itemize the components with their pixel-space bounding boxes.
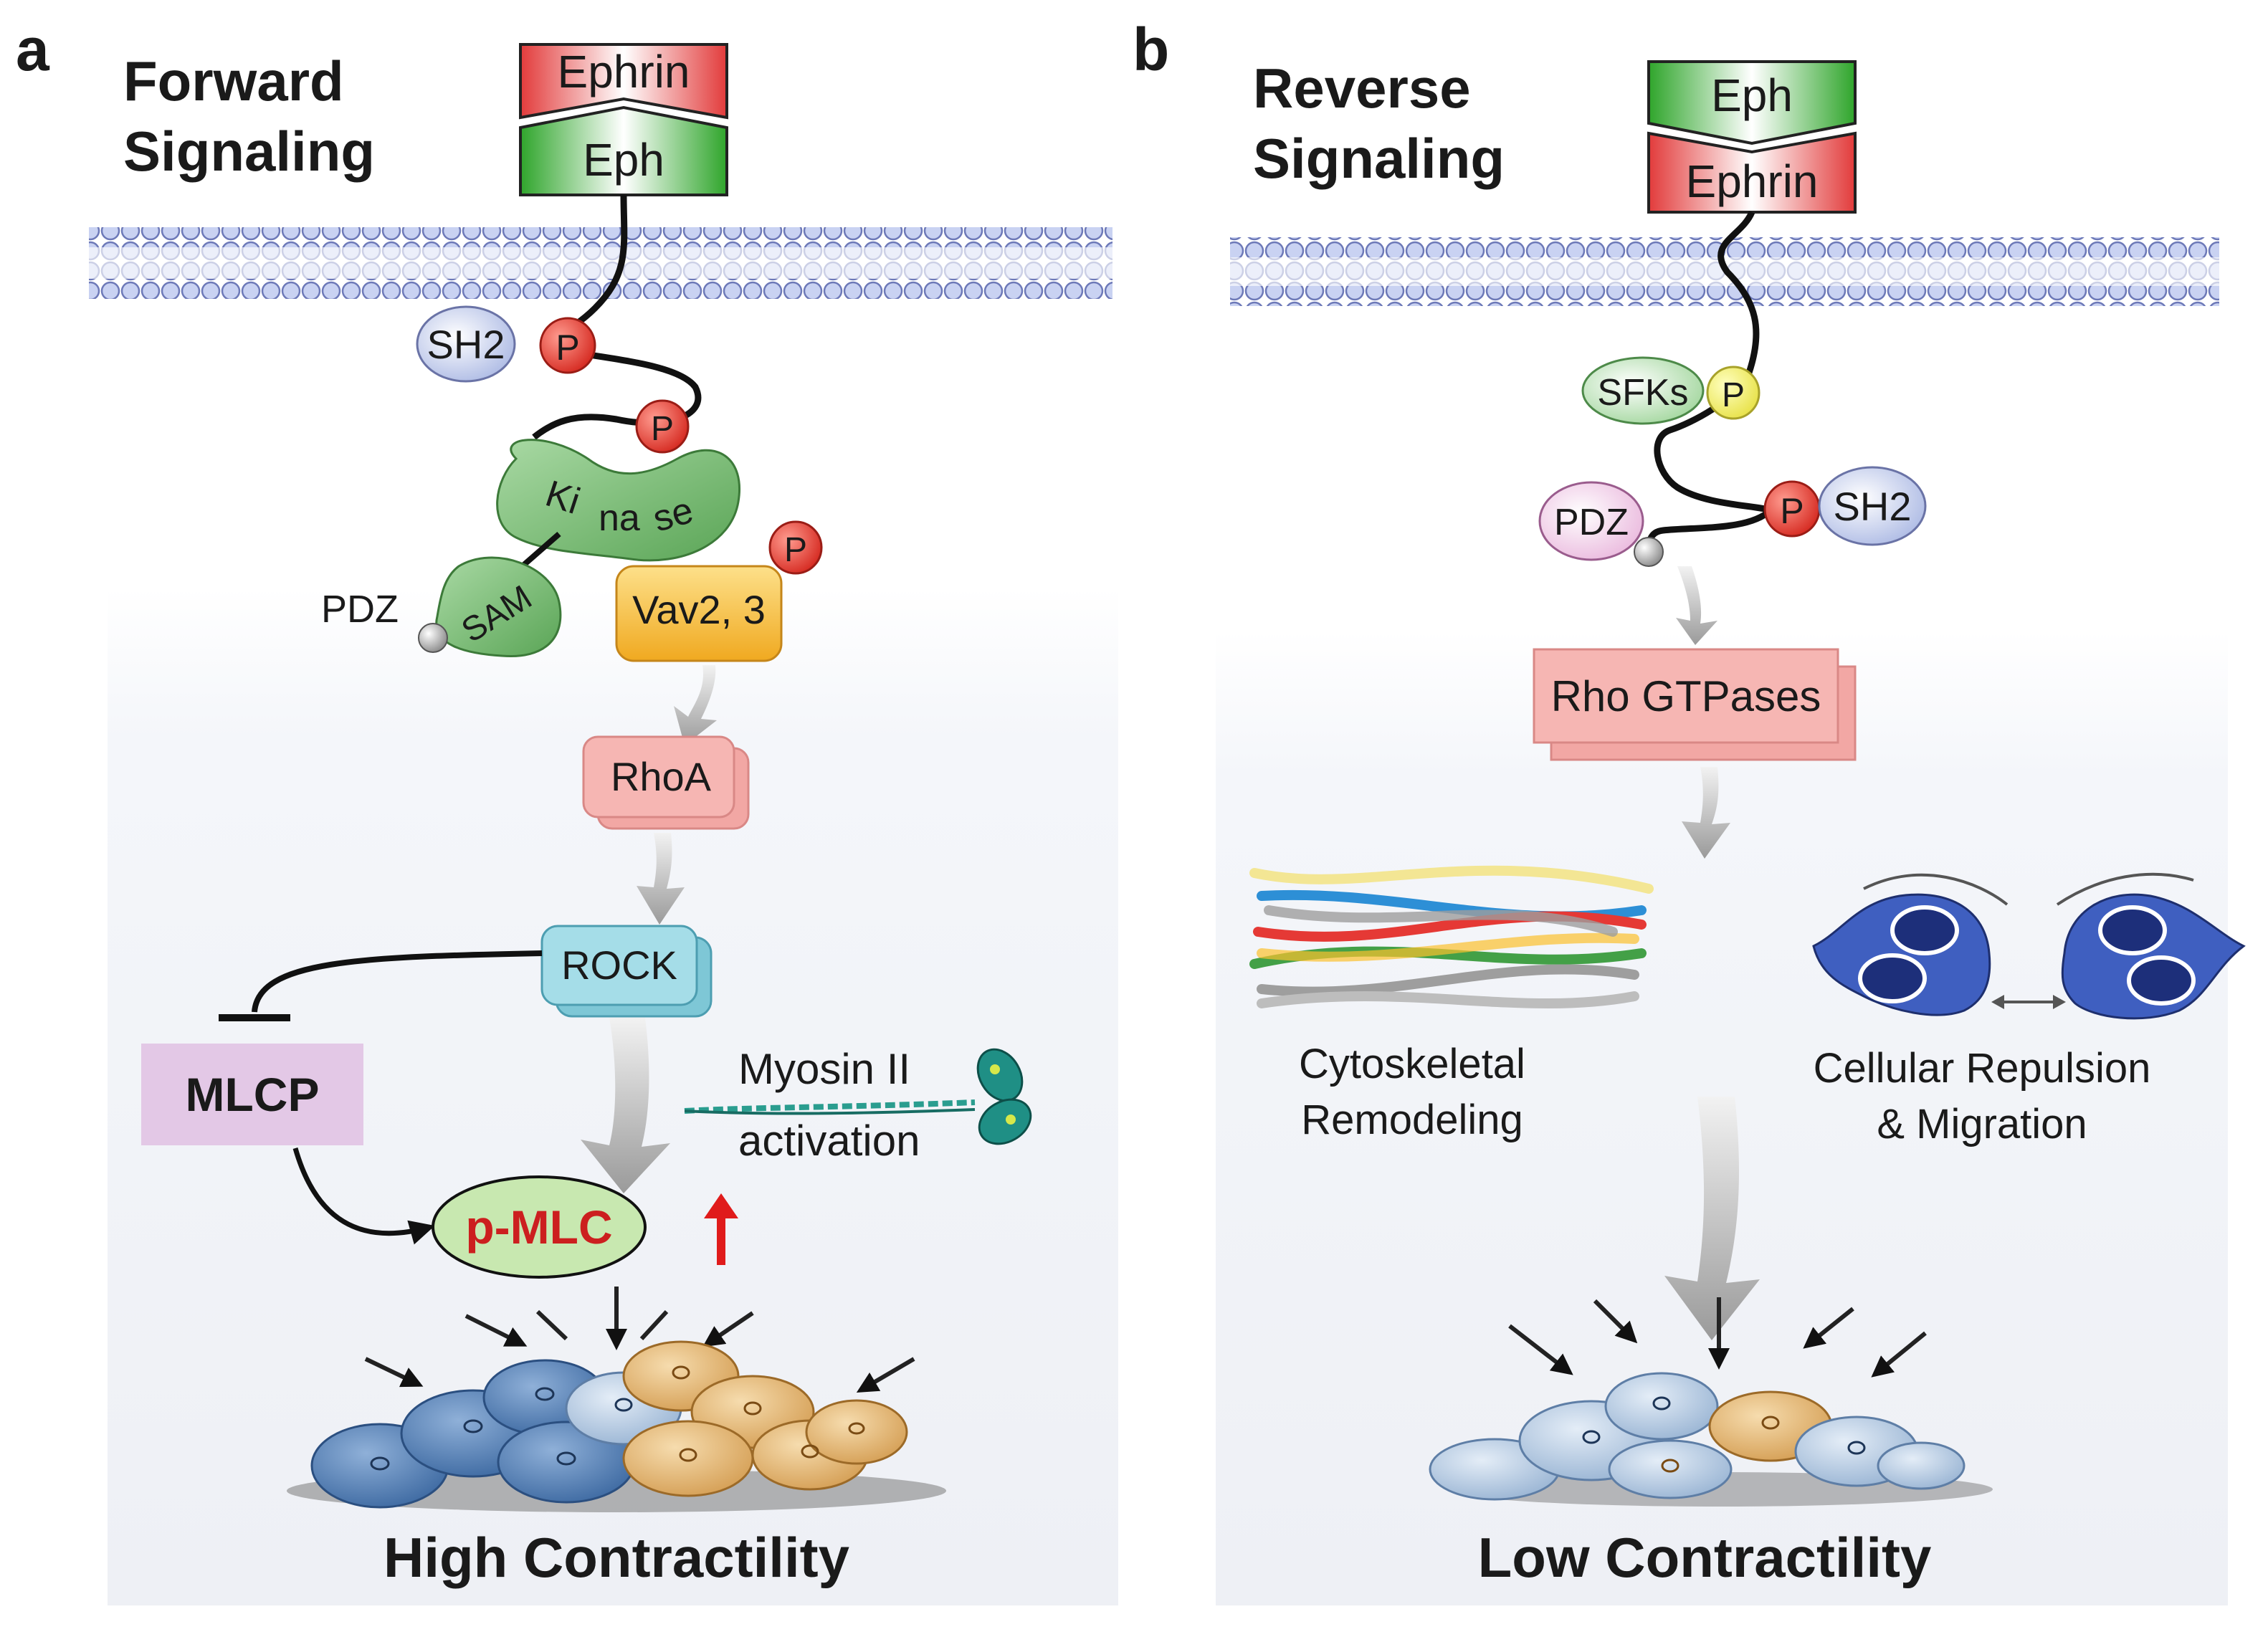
arrow-rhoa-to-rock — [637, 833, 685, 925]
sh2-label-a: SH2 — [427, 322, 505, 367]
pmlc-ellipse — [432, 1175, 647, 1279]
sh2-domain-a — [416, 305, 516, 383]
rho-gtpases-label: Rho GTPases — [1551, 672, 1821, 720]
phospho-site-a2 — [635, 399, 690, 454]
contraction-arrows-b — [1508, 1297, 1927, 1378]
rhoa-box — [582, 735, 735, 818]
arrow-mlcp-to-pmlc — [292, 1147, 435, 1245]
sam-domain-a — [435, 556, 562, 658]
cell-cluster-low-contractility — [1429, 1372, 1993, 1507]
ephrin-tail-b — [1645, 211, 1777, 551]
arrow-to-low-contractility — [1664, 1097, 1760, 1340]
eph-label-b: Eph — [1711, 70, 1793, 121]
cell-membrane-a — [89, 227, 1112, 299]
myosin-label-line1: Myosin II — [738, 1045, 910, 1093]
phospho-site-sfk — [1706, 366, 1760, 420]
phospho-label-a1: P — [556, 328, 579, 368]
outcome-label-b: Low Contractility — [1478, 1526, 1932, 1589]
cyto-label-line1: Cytoskeletal — [1299, 1041, 1525, 1087]
cytoskeleton-fibers-icon — [1249, 865, 1654, 1008]
pdz-label-b: PDZ — [1554, 502, 1629, 543]
repelling-cells-icon — [1812, 872, 2246, 1020]
phospho-label-sfk: P — [1722, 376, 1745, 414]
myosin-label-line2: activation — [738, 1117, 920, 1165]
pdz-label-a: PDZ — [321, 588, 399, 631]
panel-a-title-line1: Forward — [123, 49, 344, 113]
rho-gtpases-box — [1533, 648, 1839, 744]
ephrin-label-b: Ephrin — [1686, 156, 1819, 207]
rhoa-label: RhoA — [611, 754, 712, 799]
inhibition-rock-mlcp — [252, 950, 543, 1013]
mlcp-label: MLCP — [186, 1068, 320, 1121]
myosin-ii-icon — [684, 1048, 1032, 1145]
arrow-to-rho-gtpases — [1676, 566, 1717, 645]
panel-b-letter: b — [1133, 16, 1169, 83]
vav-label: Vav2, 3 — [632, 587, 766, 632]
eph-label-a: Eph — [583, 134, 664, 186]
phospho-site-vav — [768, 520, 823, 575]
kinase-domain-a — [496, 439, 740, 562]
eph-ephrin-complex-b: Eph Ephrin — [1647, 60, 1857, 214]
panel-b-title-line2: Signaling — [1253, 127, 1505, 190]
sh2-label-b: SH2 — [1834, 484, 1912, 529]
contraction-arrows-a — [364, 1287, 915, 1393]
sfks-domain — [1581, 356, 1705, 425]
panel-b-title-line1: Reverse — [1253, 57, 1471, 120]
phospho-label-a2: P — [651, 410, 674, 448]
repulsion-label-line2: & Migration — [1877, 1101, 2087, 1147]
phospho-label-vav: P — [784, 531, 807, 569]
ephrin-eph-complex-a: Ephrin Eph — [519, 43, 728, 196]
arrow-vav-to-rhoa — [674, 665, 717, 745]
panel-a-title-line2: Signaling — [123, 120, 375, 183]
cell-cluster-high-contractility — [287, 1340, 946, 1512]
phospho-site-a1 — [539, 317, 596, 374]
receptor-tail-a — [532, 194, 702, 440]
repulsion-label-line1: Cellular Repulsion — [1814, 1045, 2151, 1092]
sh2-domain-b — [1818, 466, 1927, 546]
panel-a-letter: a — [16, 16, 50, 83]
eph-receptor-b — [1647, 60, 1857, 145]
rock-label: ROCK — [561, 942, 677, 988]
outcome-label-a: High Contractility — [383, 1526, 849, 1589]
phospho-label-b: P — [1780, 491, 1804, 531]
ephrin-ligand-a — [519, 43, 728, 120]
eph-receptor-a — [519, 105, 728, 196]
vav-box — [615, 565, 783, 662]
mlcp-box — [141, 1044, 363, 1145]
kinase-label-2: na — [599, 497, 640, 539]
sfks-label: SFKs — [1597, 372, 1688, 414]
cell-membrane-b — [1230, 237, 2219, 306]
rock-box — [540, 925, 698, 1006]
pdz-binding-motif-a — [418, 623, 448, 653]
pdz-binding-motif-b — [1634, 537, 1664, 567]
increase-arrow-head — [704, 1193, 738, 1218]
arrow-to-outcomes — [1682, 767, 1730, 859]
ephrin-label-a: Ephrin — [558, 46, 690, 97]
arrow-rock-to-pmlc — [581, 1018, 670, 1193]
pmlc-label: p-MLC — [465, 1201, 612, 1254]
pdz-domain-b — [1538, 481, 1644, 561]
ephrin-ligand-b — [1647, 131, 1857, 214]
cyto-label-line2: Remodeling — [1301, 1097, 1523, 1143]
